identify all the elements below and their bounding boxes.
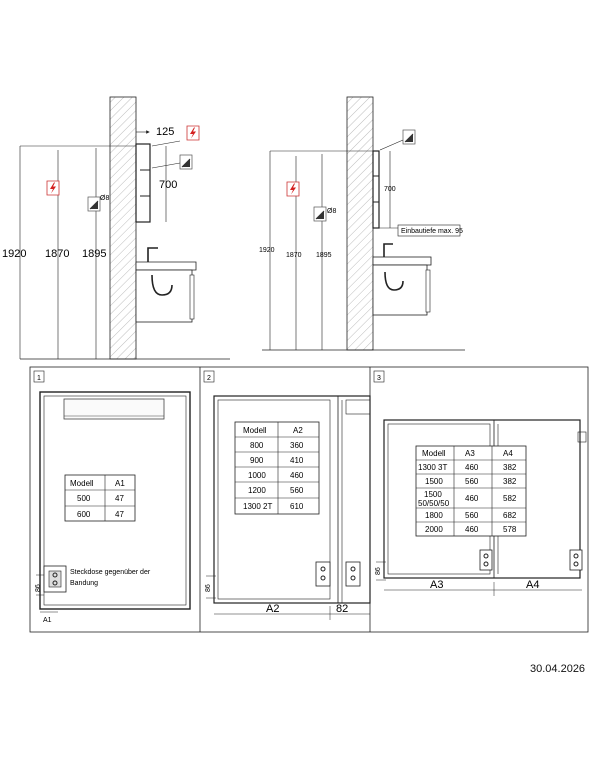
electrical-warning-icon — [186, 125, 200, 141]
mirror-cabinet-2 — [372, 150, 380, 229]
table-cell: 460 — [465, 525, 479, 534]
dim-700: 700 — [159, 179, 177, 191]
dim-1895-right: 1895 — [316, 252, 332, 259]
table-header-cell: A3 — [465, 449, 475, 458]
panel-1: 1 Modell A1 500 47 600 47 Steckdose gege… — [33, 370, 191, 624]
washbasin-2 — [372, 243, 432, 316]
table-cell: 460 — [465, 494, 479, 503]
table-cell: 410 — [290, 456, 304, 465]
outlet-diameter-label-2: Ø8 — [327, 208, 336, 215]
dim-1920-right: 1920 — [259, 247, 275, 254]
electrical-warning-icon-2 — [46, 180, 60, 196]
socket-box-2b — [345, 561, 361, 587]
table-cell: 560 — [465, 511, 479, 520]
table-cell: 500 — [77, 494, 91, 503]
callout-installation-depth: Einbautiefe max. 95 — [401, 228, 463, 235]
table-cell: 460 — [290, 471, 304, 480]
panel-2: 2 Modell A2 800 360 900 410 1000 460 120… — [203, 370, 371, 620]
mirror-outline — [39, 391, 191, 610]
table-cell: 360 — [290, 441, 304, 450]
table-cell: 1800 — [425, 511, 443, 520]
table-cell: 600 — [77, 510, 91, 519]
table-cell: 560 — [465, 477, 479, 486]
light-bar — [63, 398, 165, 420]
table-cell: 560 — [290, 486, 304, 495]
dim-a3: A3 — [430, 579, 443, 591]
panel-3: 3 Modell A3 A4 1300 3T 460 382 1500 560 … — [373, 370, 587, 596]
dim-125: 125 — [156, 126, 174, 138]
dim-86: 86 — [205, 584, 212, 592]
callout-box — [397, 224, 461, 237]
model-table-1: Modell A1 500 47 600 47 — [64, 474, 136, 522]
electrical-warning-icon-3 — [286, 181, 300, 197]
dim-86: 86 — [35, 584, 42, 592]
table-header-cell: Modell — [243, 426, 267, 435]
table-cell: 682 — [503, 511, 517, 520]
dim-82: 82 — [336, 603, 348, 615]
dim-a4: A4 — [526, 579, 539, 591]
socket-box-3a — [479, 549, 493, 571]
table-cell: 610 — [290, 502, 304, 511]
table-cell: 1200 — [248, 486, 266, 495]
model-table-2: Modell A2 800 360 900 410 1000 460 1200 … — [234, 421, 320, 515]
elevation-right: 700 Einbautiefe max. 95 1920 1870 1895 Ø… — [259, 96, 465, 351]
table-cell: 578 — [503, 525, 517, 534]
table-cell: 1000 — [248, 471, 266, 480]
socket-icon-3 — [402, 129, 416, 145]
dim-700-right: 700 — [384, 186, 396, 193]
document-date: 30.04.2026 — [530, 663, 586, 675]
table-cell: 460 — [465, 463, 479, 472]
socket-icon — [179, 154, 193, 170]
table-cell: 2000 — [425, 525, 443, 534]
mirror-cabinet — [135, 143, 151, 223]
dim-1895: 1895 — [82, 248, 106, 260]
table-cell: 1300 3T — [418, 463, 447, 472]
table-cell: 47 — [115, 494, 124, 503]
dim-a1: A1 — [43, 617, 52, 624]
table-cell: 800 — [250, 441, 264, 450]
table-cell: 900 — [250, 456, 264, 465]
panel-number: 2 — [207, 375, 211, 382]
table-header-cell: A1 — [115, 479, 125, 488]
table-cell: 1500 — [425, 477, 443, 486]
table-cell: 582 — [503, 494, 517, 503]
table-cell: 382 — [503, 463, 517, 472]
cabinet-outline — [213, 395, 371, 604]
dim-a2: A2 — [266, 603, 279, 615]
dim-86: 86 — [375, 567, 382, 575]
outlet-diameter-label: Ø8 — [100, 195, 109, 202]
table-header-cell: A4 — [503, 449, 513, 458]
model-table-3: Modell A3 A4 1300 3T 460 382 1500 560 38… — [415, 445, 527, 537]
dim-1920: 1920 — [2, 248, 26, 260]
table-cell: 382 — [503, 477, 517, 486]
detail-frame — [29, 366, 589, 633]
table-header-cell: A2 — [293, 426, 303, 435]
table-cell: 47 — [115, 510, 124, 519]
socket-icon-2 — [87, 196, 101, 212]
wall-left — [109, 96, 137, 360]
table-header-cell: Modell — [70, 479, 94, 488]
note-line-2: Bandung — [70, 580, 98, 587]
table-cell: 1300 2T — [243, 502, 272, 511]
dim-1870-right: 1870 — [286, 252, 302, 259]
note-line-1: Steckdose gegenüber der — [70, 569, 151, 576]
table-header-cell: Modell — [422, 449, 446, 458]
dim-1870: 1870 — [45, 248, 69, 260]
panel-number: 3 — [377, 375, 381, 382]
elevation-left: 125 700 1920 1870 1895 Ø8 — [2, 96, 230, 360]
panel-number: 1 — [37, 375, 41, 382]
wall-right — [346, 96, 374, 351]
socket-box-2a — [315, 561, 331, 587]
socket-box-3b — [569, 549, 583, 571]
washbasin — [135, 247, 197, 323]
socket-icon-4 — [313, 206, 327, 222]
